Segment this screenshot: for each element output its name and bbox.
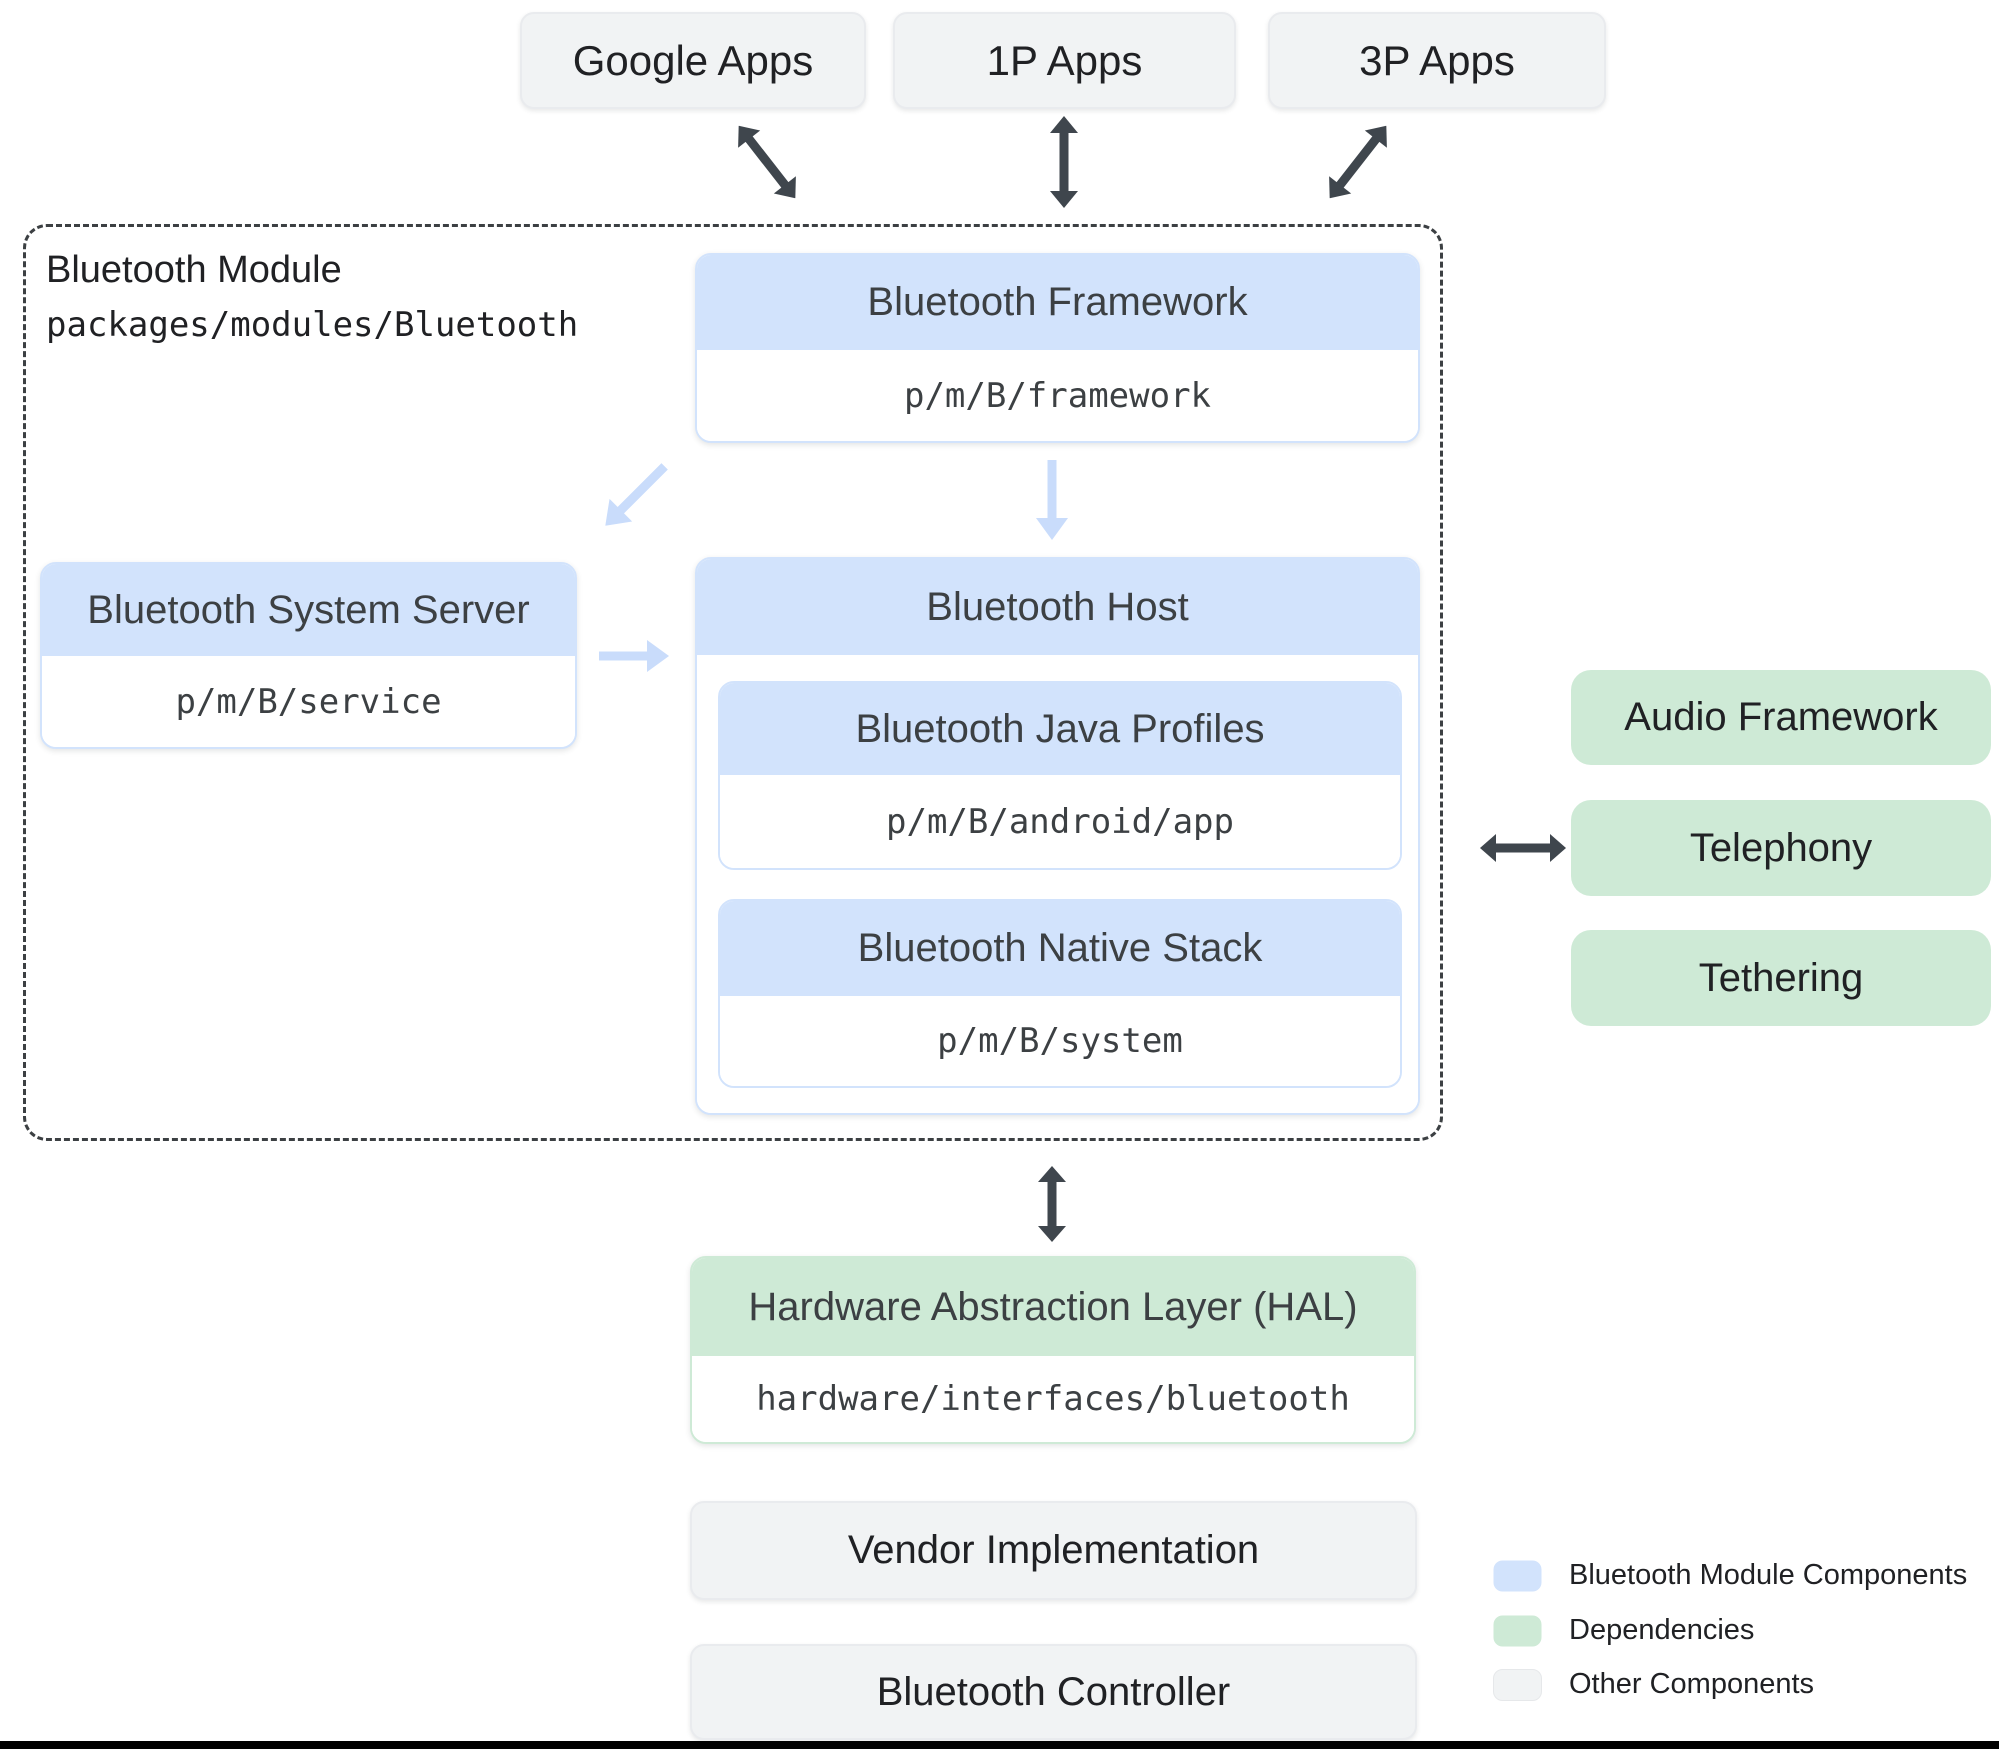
legend-row-dependencies: Dependencies <box>1493 1614 1754 1647</box>
bluetooth-java-profiles-path: p/m/B/android/app <box>886 801 1234 842</box>
audio-framework-box: Audio Framework <box>1571 670 1991 765</box>
hal-box: Hardware Abstraction Layer (HAL) hardwar… <box>690 1256 1416 1444</box>
bluetooth-native-stack-box: Bluetooth Native Stack p/m/B/system <box>718 899 1402 1088</box>
legend-row-other-components: Other Components <box>1493 1668 1814 1701</box>
audio-framework-label: Audio Framework <box>1624 695 1938 739</box>
bluetooth-system-server-title: Bluetooth System Server <box>87 587 530 632</box>
bluetooth-framework-header: Bluetooth Framework <box>697 255 1418 350</box>
bluetooth-native-stack-path: p/m/B/system <box>937 1021 1183 1061</box>
bluetooth-host-body: Bluetooth Java Profiles p/m/B/android/ap… <box>697 655 1418 1113</box>
bluetooth-system-server-path: p/m/B/service <box>175 681 442 722</box>
bluetooth-controller-label: Bluetooth Controller <box>876 1669 1231 1714</box>
bluetooth-system-server-header: Bluetooth System Server <box>42 564 575 656</box>
bluetooth-module-title: Bluetooth Module <box>46 249 342 291</box>
bluetooth-java-profiles-title: Bluetooth Java Profiles <box>855 706 1265 751</box>
tethering-label: Tethering <box>1698 955 1864 1000</box>
hal-body: hardware/interfaces/bluetooth <box>692 1356 1414 1442</box>
telephony-label: Telephony <box>1689 825 1873 870</box>
bluetooth-host-header: Bluetooth Host <box>697 559 1418 655</box>
legend-label-other-components: Other Components <box>1569 1668 1815 1700</box>
bluetooth-java-profiles-body: p/m/B/android/app <box>720 775 1400 868</box>
third-party-apps-module-bidirectional-arrow-icon <box>1329 125 1387 199</box>
first-party-apps-label: 1P Apps <box>986 36 1143 84</box>
first-party-apps-box: 1P Apps <box>893 12 1236 109</box>
hal-header: Hardware Abstraction Layer (HAL) <box>692 1258 1414 1356</box>
telephony-box: Telephony <box>1571 800 1991 896</box>
bluetooth-java-profiles-header: Bluetooth Java Profiles <box>720 683 1400 775</box>
legend-label-module-components: Bluetooth Module Components <box>1569 1559 1968 1591</box>
system-server-to-host-arrow-icon <box>599 640 669 672</box>
hal-path: hardware/interfaces/bluetooth <box>756 1379 1350 1419</box>
framework-to-host-arrow-icon <box>1036 460 1068 540</box>
bluetooth-system-server-box: Bluetooth System Server p/m/B/service <box>40 562 577 749</box>
legend-label-dependencies: Dependencies <box>1569 1614 1755 1646</box>
hal-title: Hardware Abstraction Layer (HAL) <box>748 1284 1358 1329</box>
tethering-box: Tethering <box>1571 930 1991 1026</box>
bluetooth-native-stack-title: Bluetooth Native Stack <box>857 926 1263 970</box>
bluetooth-framework-body: p/m/B/framework <box>697 350 1418 441</box>
third-party-apps-label: 3P Apps <box>1359 36 1515 84</box>
module-dependencies-bidirectional-arrow-icon <box>1480 834 1566 862</box>
module-hal-bidirectional-arrow-icon <box>1038 1166 1066 1242</box>
google-apps-box: Google Apps <box>520 12 866 109</box>
framework-to-system-server-arrow-icon <box>605 463 668 526</box>
bluetooth-controller-box: Bluetooth Controller <box>690 1644 1417 1740</box>
bluetooth-module-container: Bluetooth Module packages/modules/Blueto… <box>23 224 1443 1141</box>
bluetooth-java-profiles-box: Bluetooth Java Profiles p/m/B/android/ap… <box>718 681 1402 870</box>
bluetooth-framework-box: Bluetooth Framework p/m/B/framework <box>695 253 1420 443</box>
first-party-apps-module-bidirectional-arrow-icon <box>1050 116 1078 208</box>
bluetooth-framework-path: p/m/B/framework <box>903 375 1212 416</box>
bluetooth-framework-title: Bluetooth Framework <box>867 280 1248 324</box>
third-party-apps-box: 3P Apps <box>1268 12 1606 109</box>
bluetooth-native-stack-header: Bluetooth Native Stack <box>720 901 1400 996</box>
google-apps-module-bidirectional-arrow-icon <box>738 125 796 199</box>
window-bottom-edge <box>0 1741 1999 1749</box>
bluetooth-host-box: Bluetooth Host Bluetooth Java Profiles p… <box>695 557 1420 1115</box>
bluetooth-host-title: Bluetooth Host <box>926 584 1189 629</box>
bluetooth-system-server-body: p/m/B/service <box>42 656 575 747</box>
google-apps-label: Google Apps <box>572 36 814 84</box>
legend-swatch-blue-icon <box>1493 1560 1542 1591</box>
vendor-implementation-label: Vendor Implementation <box>847 1528 1260 1572</box>
bluetooth-module-path: packages/modules/Bluetooth <box>46 305 579 345</box>
bluetooth-native-stack-body: p/m/B/system <box>720 996 1400 1086</box>
vendor-implementation-box: Vendor Implementation <box>690 1501 1417 1600</box>
legend-row-module-components: Bluetooth Module Components <box>1493 1559 1967 1592</box>
legend-swatch-green-icon <box>1493 1615 1542 1646</box>
legend-swatch-gray-icon <box>1493 1668 1542 1701</box>
